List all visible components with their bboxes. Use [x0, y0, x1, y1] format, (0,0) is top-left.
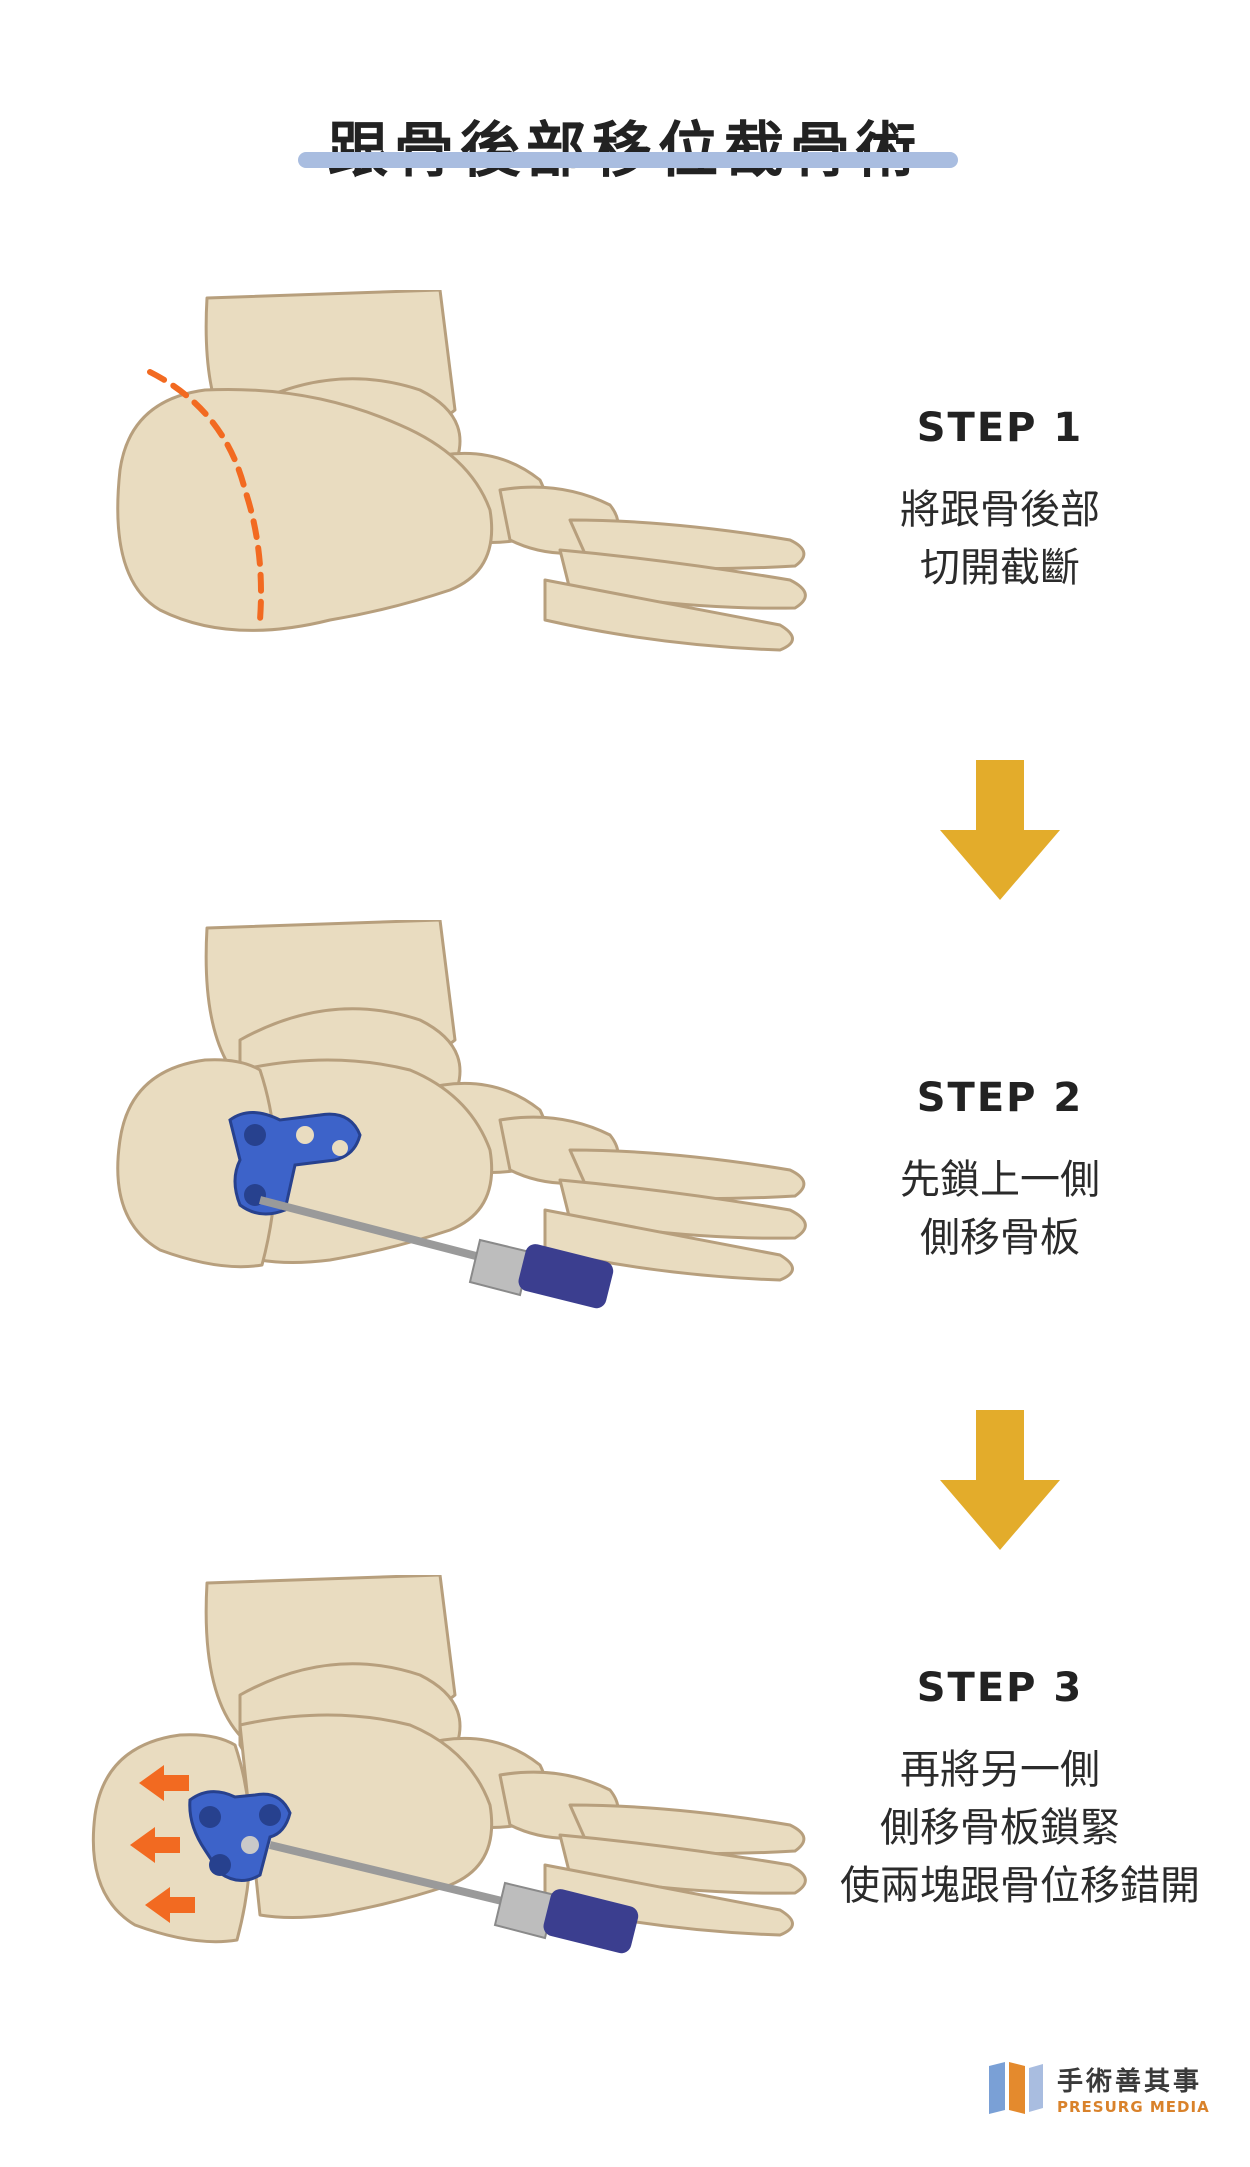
presurg-logo-icon — [989, 2062, 1043, 2114]
foot-bones-1 — [116, 290, 807, 652]
title-underline — [298, 152, 958, 168]
bone-plate — [228, 1111, 362, 1216]
step-1-line-1: 將跟骨後部 — [900, 487, 1100, 533]
step-1-line-2: 切開截斷 — [920, 545, 1080, 591]
bone-plate — [188, 1790, 292, 1882]
step-1-label: STEP 1 — [902, 405, 1098, 455]
step-3-label: STEP 3 — [902, 1665, 1098, 1715]
screwdriver — [269, 1841, 639, 1954]
foot-bones-2 — [116, 920, 807, 1309]
step-3-line-2: 側移骨板鎖緊 — [880, 1805, 1120, 1851]
foot-illustration-step-3 — [90, 1575, 830, 2135]
step-3-line-1: 再將另一側 — [900, 1747, 1100, 1793]
foot-illustration-step-2 — [90, 920, 830, 1480]
step-2-label: STEP 2 — [902, 1075, 1098, 1125]
displacement-arrows — [130, 1765, 195, 1923]
brand-logo: 手術善其事 PRESURG MEDIA — [985, 2058, 1210, 2118]
foot-illustration-step-1 — [90, 290, 830, 850]
page-title: 跟骨後部移位截骨術 — [0, 102, 1250, 189]
step-1-caption: STEP 1 將跟骨後部 切開截斷 — [840, 405, 1160, 597]
screwdriver — [258, 1196, 614, 1309]
cut-line — [147, 369, 264, 623]
logo-name-en: PRESURG MEDIA — [1057, 2097, 1210, 2116]
down-arrow-icon — [940, 760, 1060, 900]
step-3-line-3: 使兩塊跟骨位移錯開 — [840, 1863, 1200, 1909]
step-2-caption: STEP 2 先鎖上一側 側移骨板 — [840, 1075, 1160, 1267]
down-arrow-icon — [940, 1410, 1060, 1550]
logo-name-cn: 手術善其事 — [1057, 2066, 1203, 2097]
step-2-line-1: 先鎖上一側 — [900, 1157, 1100, 1203]
step-2-line-2: 側移骨板 — [920, 1215, 1080, 1261]
step-3-caption: STEP 3 再將另一側 側移骨板鎖緊 使兩塊跟骨位移錯開 — [840, 1665, 1200, 1915]
foot-bones-3 — [91, 1575, 807, 1954]
